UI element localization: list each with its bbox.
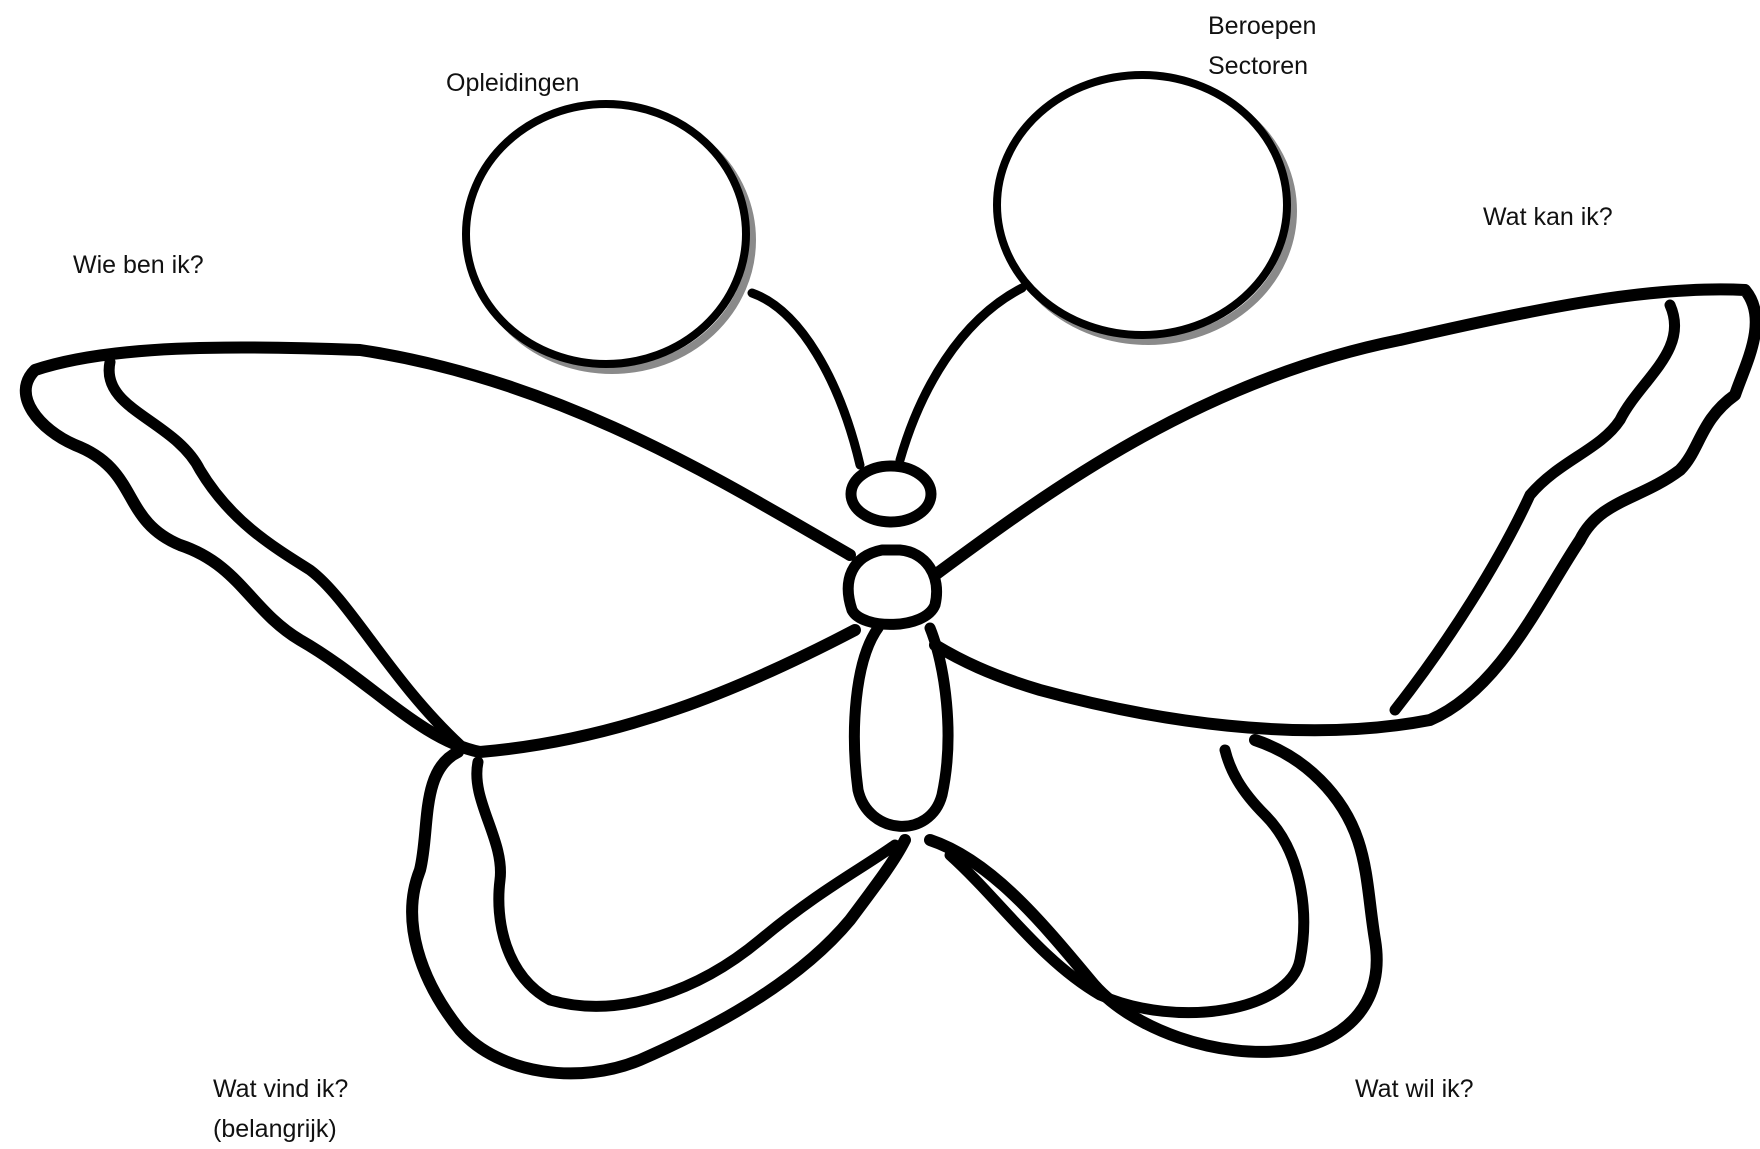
label-beroepen-sectoren: Beroepen Sectoren [1208, 6, 1316, 86]
left-forewing-inner [109, 362, 460, 745]
antenna-left [752, 293, 860, 465]
antenna-right [900, 288, 1022, 460]
right-forewing-outer [935, 289, 1756, 730]
butterfly-thorax [848, 550, 936, 624]
label-wil-text: Wat wil ik? [1355, 1069, 1474, 1109]
label-wat-kan-ik: Wat kan ik? [1483, 197, 1613, 237]
label-wat-wil-ik: Wat wil ik? [1355, 1069, 1474, 1109]
label-wie-ben-ik: Wie ben ik? [73, 245, 204, 285]
butterfly-abdomen [854, 628, 948, 826]
label-beroepen-text: Beroepen [1208, 6, 1316, 46]
butterfly-head [851, 466, 931, 522]
circle-opleidingen [466, 104, 746, 364]
label-opleidingen: Opleidingen [446, 63, 579, 103]
label-wie-text: Wie ben ik? [73, 245, 204, 285]
label-opleidingen-text: Opleidingen [446, 63, 579, 103]
label-vind-text: Wat vind ik? [213, 1069, 348, 1109]
left-hindwing-inner [477, 762, 895, 1006]
label-kan-text: Wat kan ik? [1483, 197, 1613, 237]
label-wat-vind-ik: Wat vind ik? (belangrijk) [213, 1069, 348, 1149]
right-forewing-inner [1395, 305, 1675, 710]
circle-beroepen [997, 75, 1287, 335]
label-sectoren-text: Sectoren [1208, 46, 1316, 86]
label-vind-sub-text: (belangrijk) [213, 1109, 348, 1149]
left-forewing-outer [26, 347, 855, 752]
